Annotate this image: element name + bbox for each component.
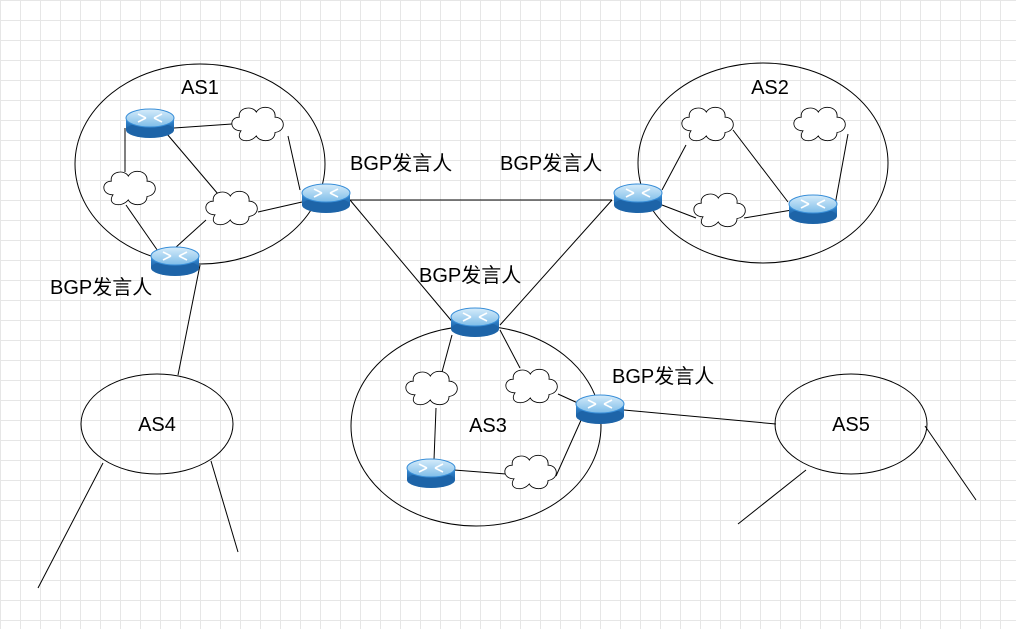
bgp-speaker-label: BGP发言人 — [350, 152, 452, 175]
as2-cloud-network-icon — [681, 106, 734, 142]
as2-label: AS2 — [751, 77, 789, 99]
as5-label: AS5 — [832, 414, 870, 436]
as2-boundary — [637, 62, 889, 264]
as3-label: AS3 — [469, 415, 507, 437]
as1-cloud-network-icon — [103, 170, 156, 206]
as1-label: AS1 — [181, 77, 219, 99]
as3-cloud-network-icon — [405, 370, 458, 406]
bgp-speaker-label: BGP发言人 — [419, 264, 521, 287]
as1-cloud-network-icon — [205, 190, 258, 226]
as3-speaker-router-icon[interactable] — [450, 307, 500, 338]
as2-cloud-network-icon — [793, 106, 846, 142]
as2-cloud-network-icon — [693, 192, 746, 228]
as1-speaker-router-icon[interactable] — [301, 183, 351, 214]
as3-cloud-network-icon — [504, 454, 557, 490]
as2-router-icon[interactable] — [788, 194, 838, 225]
as1-speaker-router-icon[interactable] — [150, 246, 200, 277]
as1-boundary — [74, 63, 326, 265]
bgp-speaker-label: BGP发言人 — [500, 152, 602, 175]
as4-label: AS4 — [138, 414, 176, 436]
as2-speaker-router-icon[interactable] — [613, 183, 663, 214]
links — [37, 123, 977, 589]
bgp-speaker-label: BGP发言人 — [612, 365, 714, 388]
as3-cloud-network-icon — [505, 368, 558, 404]
as3-router-icon[interactable] — [406, 458, 456, 489]
as4-boundary — [80, 373, 234, 475]
bgp-speaker-label: BGP发言人 — [50, 276, 152, 299]
as1-cloud-network-icon — [231, 106, 284, 142]
as1-router-icon[interactable] — [125, 108, 175, 139]
as3-speaker-router-icon[interactable] — [575, 394, 625, 425]
